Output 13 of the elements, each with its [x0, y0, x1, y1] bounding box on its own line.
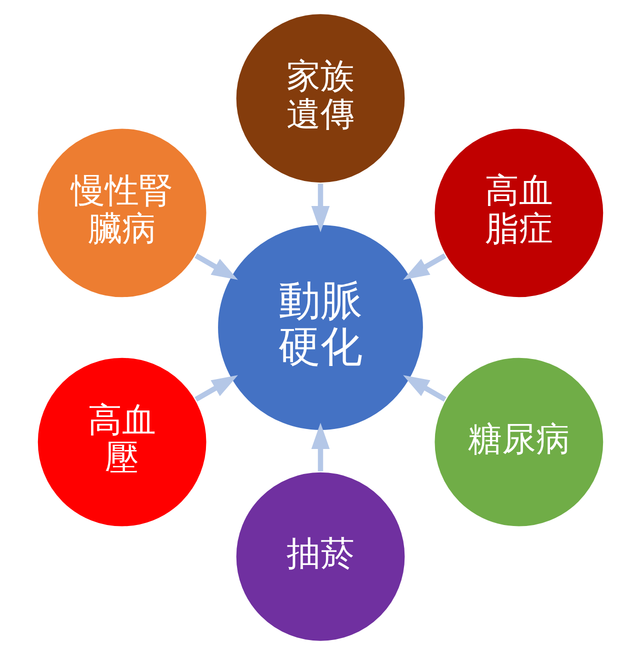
node-circle: 高血壓	[36, 356, 208, 528]
arrow	[194, 375, 238, 402]
node-circle: 抽菸	[234, 471, 406, 642]
arrow	[194, 253, 238, 280]
node-circle: 動脈硬化	[216, 224, 424, 432]
node-circle: 慢性腎臟病	[36, 127, 208, 298]
node-circle: 高血脂症	[432, 127, 604, 298]
arrow	[402, 375, 446, 402]
node-circle: 家族遺傳	[234, 12, 406, 184]
arrow	[310, 422, 330, 472]
arrow	[402, 253, 446, 280]
arrow	[310, 184, 330, 232]
node-circle: 糖尿病	[432, 356, 604, 528]
